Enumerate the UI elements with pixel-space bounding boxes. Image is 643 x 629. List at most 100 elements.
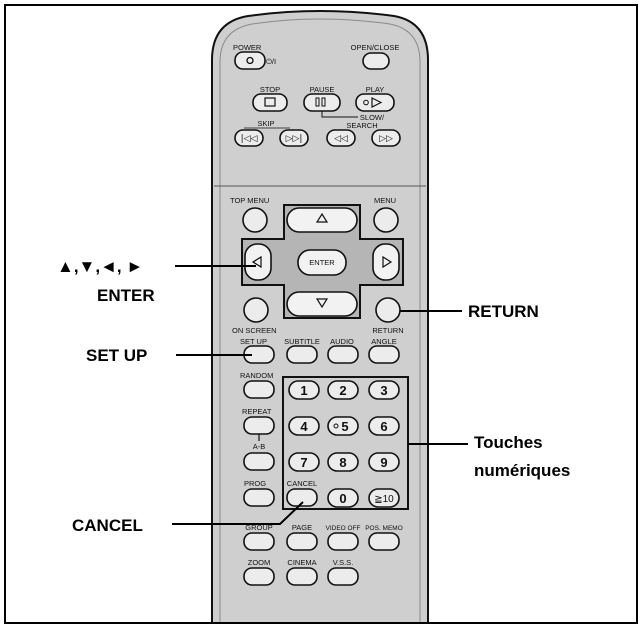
prog-button[interactable]: [243, 488, 275, 507]
arrow-down-icon: [315, 298, 329, 309]
pause-label: PAUSE: [310, 85, 335, 94]
menu-button[interactable]: [373, 207, 399, 233]
skip-back-icon: |◁◁: [241, 134, 258, 144]
pos-memo-button[interactable]: [368, 532, 400, 551]
remote-inner-outline: [219, 18, 421, 622]
a-b-label: A-B: [253, 442, 266, 451]
search-forward-button[interactable]: [371, 129, 401, 147]
search-forward-icon: ▷▷: [379, 134, 393, 144]
numpad-10-plus-button[interactable]: [368, 488, 400, 508]
enter-button[interactable]: [297, 249, 347, 276]
skip-forward-icon: ▷▷|: [286, 134, 303, 144]
numpad-9-button[interactable]: [368, 452, 400, 472]
power-button[interactable]: [234, 51, 266, 70]
skip-label: SKIP: [257, 119, 274, 128]
repeat-label: REPEAT: [242, 407, 272, 416]
top-menu-button[interactable]: [242, 207, 268, 233]
skip-forward-button[interactable]: [279, 129, 309, 147]
vss-label: V.S.S.: [333, 558, 354, 567]
numpad-8-label: 8: [339, 455, 346, 470]
play-button[interactable]: [355, 93, 395, 112]
numpad-3-label: 3: [380, 383, 387, 398]
video-off-label: VIDEO OFF: [325, 525, 360, 532]
callout-setup-label: SET UP: [86, 346, 147, 365]
numpad-1-button[interactable]: [288, 380, 320, 400]
callout-cancel-label: CANCEL: [72, 516, 143, 535]
numpad-3-button[interactable]: [368, 380, 400, 400]
play-label: PLAY: [366, 85, 385, 94]
audio-button[interactable]: [327, 345, 359, 364]
power-symbol-label: ⏻/I: [266, 57, 276, 66]
enter-button-label: ENTER: [309, 258, 335, 267]
numpad-2-label: 2: [339, 383, 346, 398]
nav-up-button[interactable]: [286, 207, 358, 233]
menu-label: MENU: [374, 196, 396, 205]
search-back-icon: ◁◁: [334, 134, 348, 144]
nav-right-button[interactable]: [372, 243, 400, 281]
skip-back-button[interactable]: [234, 129, 264, 147]
page-button[interactable]: [286, 532, 318, 551]
slow-search-label-1: SLOW/: [360, 113, 385, 122]
numpad-0-label: 0: [339, 491, 346, 506]
group-button[interactable]: [243, 532, 275, 551]
callout-touches-label-1: Touches: [474, 433, 543, 452]
numpad-6-button[interactable]: [368, 416, 400, 436]
audio-label: AUDIO: [330, 337, 354, 346]
cinema-button[interactable]: [286, 567, 318, 586]
numpad-6-label: 6: [380, 419, 387, 434]
callout-return-label: RETURN: [468, 302, 539, 321]
arrow-right-icon: [382, 255, 393, 269]
numpad-5-button[interactable]: [327, 416, 359, 436]
on-screen-button[interactable]: [243, 297, 269, 323]
video-off-button[interactable]: [327, 532, 359, 551]
numpad-5-dot-icon: [333, 423, 339, 429]
angle-button[interactable]: [368, 345, 400, 364]
numpad-4-button[interactable]: [288, 416, 320, 436]
slow-search-bracket: [321, 111, 340, 118]
numpad-5-label: 5: [341, 419, 348, 434]
prog-label: PROG: [244, 479, 266, 488]
callout-touches-label-2: numériques: [474, 461, 570, 480]
outer-frame: [4, 4, 638, 624]
cancel-label: CANCEL: [287, 479, 317, 488]
vss-button[interactable]: [327, 567, 359, 586]
power-label: POWER: [233, 43, 262, 52]
numpad-1-label: 1: [300, 383, 307, 398]
cinema-label: CINEMA: [287, 558, 316, 567]
power-indicator-icon: [246, 56, 254, 65]
open-close-label: OPEN/CLOSE: [351, 43, 400, 52]
numpad-0-button[interactable]: [327, 488, 359, 508]
subtitle-label: SUBTITLE: [284, 337, 320, 346]
cancel-button[interactable]: [286, 488, 318, 507]
play-dot-icon: [363, 99, 369, 106]
numpad-10-plus-label: ≧10: [374, 494, 394, 505]
pause-icon: [315, 97, 320, 107]
numpad-7-button[interactable]: [288, 452, 320, 472]
stop-button[interactable]: [252, 93, 288, 112]
set-up-label: SET UP: [240, 337, 267, 346]
return-button[interactable]: [375, 297, 401, 323]
numpad-2-button[interactable]: [327, 380, 359, 400]
zoom-button[interactable]: [243, 567, 275, 586]
open-close-button[interactable]: [362, 52, 390, 70]
callout-cancel-leader: [172, 501, 304, 525]
callout-arrows-label: ▲,▼,◄, ►: [57, 257, 143, 276]
slow-search-label-2: SEARCH: [346, 121, 377, 130]
subtitle-button[interactable]: [286, 345, 318, 364]
zoom-label: ZOOM: [248, 558, 271, 567]
numpad-7-label: 7: [300, 455, 307, 470]
pos-memo-label: POS. MEMO: [365, 525, 403, 532]
a-b-button[interactable]: [243, 452, 275, 471]
repeat-button[interactable]: [243, 416, 275, 435]
nav-left-button[interactable]: [244, 243, 272, 281]
play-icon: [371, 97, 383, 108]
search-back-button[interactable]: [326, 129, 356, 147]
random-label: RANDOM: [240, 371, 273, 380]
numpad-8-button[interactable]: [327, 452, 359, 472]
nav-down-button[interactable]: [286, 291, 358, 317]
random-button[interactable]: [243, 380, 275, 399]
stop-label: STOP: [260, 85, 280, 94]
arrow-up-icon: [315, 212, 329, 223]
arrow-left-icon: [251, 255, 262, 269]
